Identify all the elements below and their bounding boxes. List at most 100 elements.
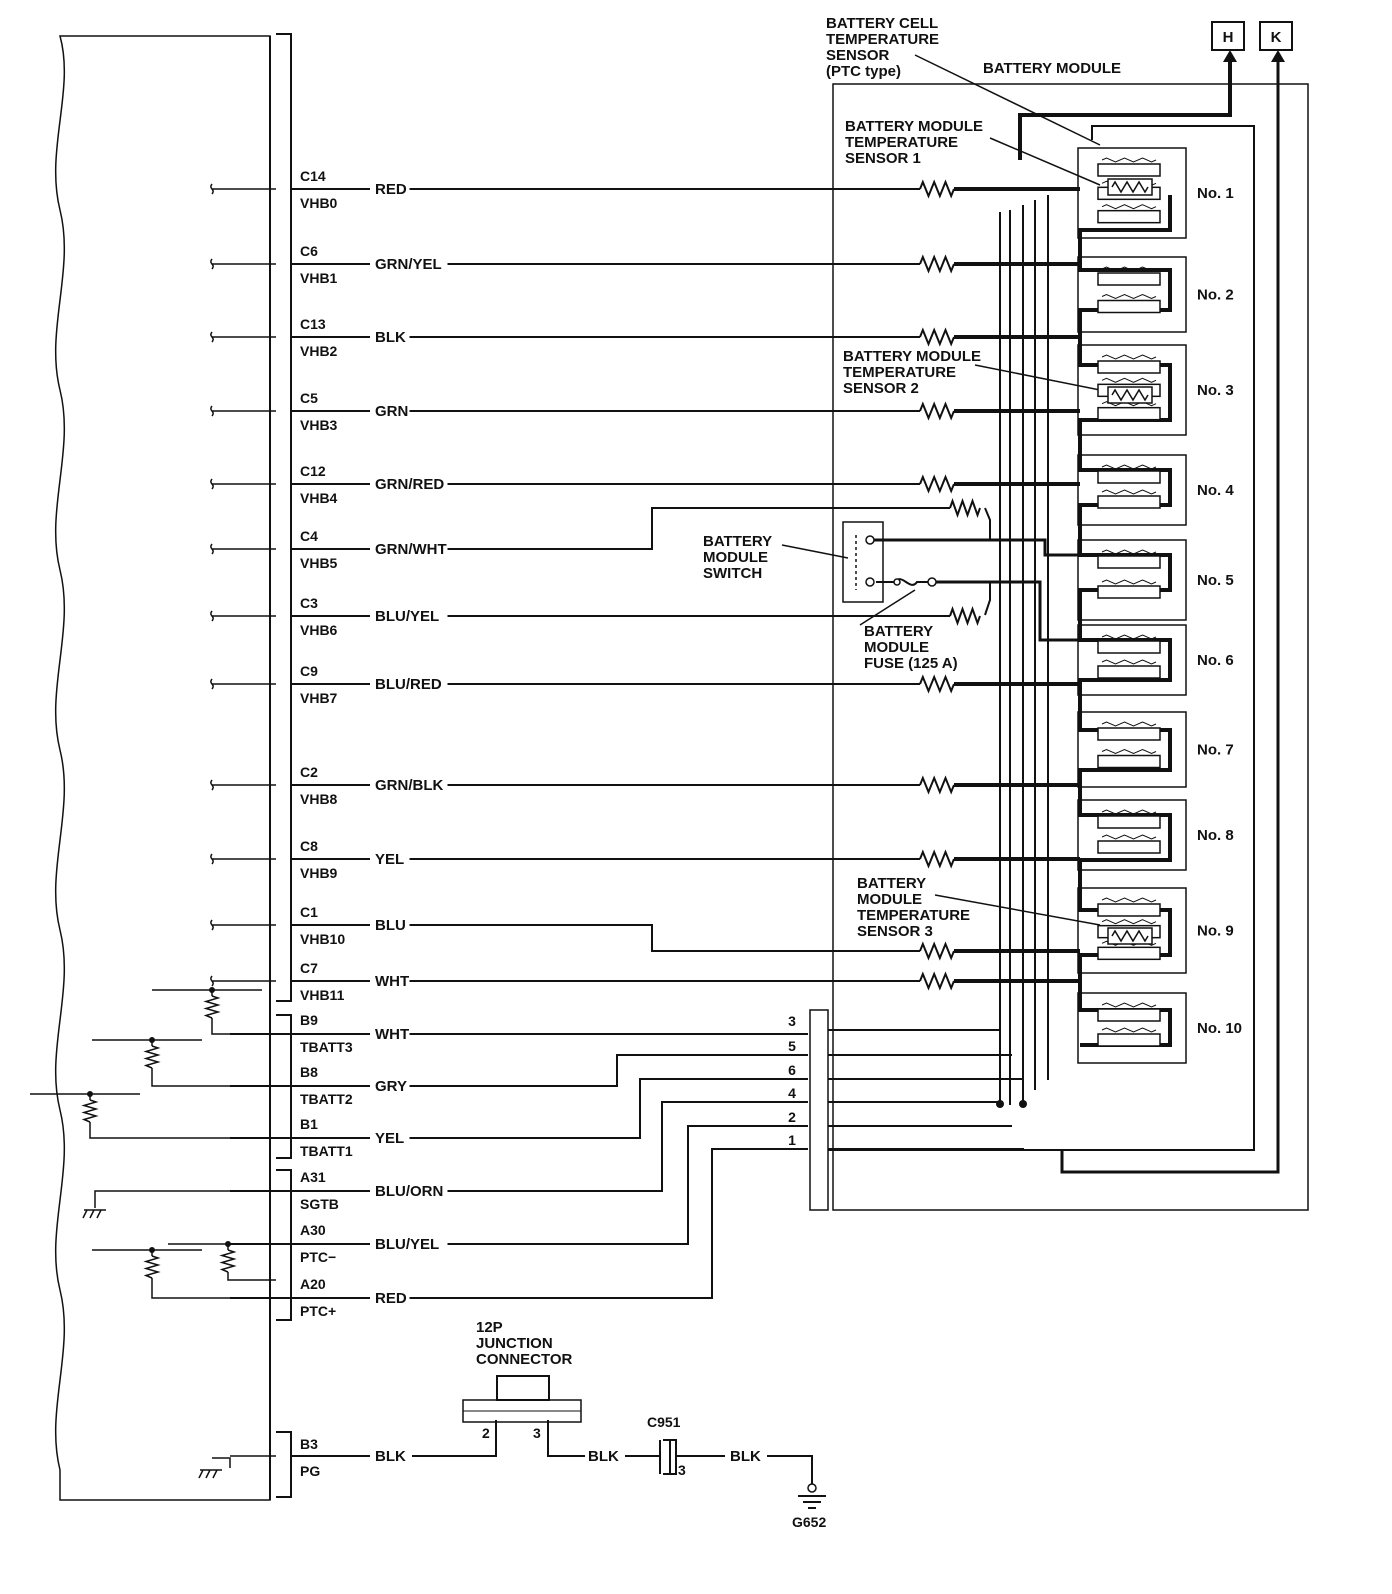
cell	[1097, 727, 1161, 741]
ground-pin-label: B3	[300, 1436, 318, 1452]
sensor-resistor	[1111, 180, 1149, 194]
cell	[1097, 903, 1161, 917]
cell-sensor-coil	[1101, 659, 1157, 665]
connector-h-label: H	[1223, 29, 1234, 46]
pin-label: C13	[300, 316, 326, 332]
wire	[409, 924, 920, 952]
cell	[1097, 272, 1161, 286]
internal-pullup-resistor	[92, 1037, 276, 1087]
ground-symbol	[82, 1209, 106, 1219]
wire-color-label: GRN/YEL	[375, 256, 442, 273]
cell-sensor-coil	[1101, 919, 1157, 925]
ground-wire-1-tail	[412, 1420, 497, 1457]
k-connector-wire	[1060, 60, 1280, 1174]
signal-label: TBATT1	[300, 1143, 353, 1159]
signal-label: TBATT2	[300, 1091, 353, 1107]
signal-label: VHB7	[300, 690, 338, 706]
battery-module-9: No. 9	[1077, 887, 1234, 974]
wire-color-label: WHT	[375, 1026, 409, 1043]
pullup-resistor	[81, 1099, 99, 1123]
fuse-terminal	[893, 578, 901, 586]
pin-label: C12	[300, 463, 326, 479]
k-arrow	[1271, 50, 1285, 62]
switch-terminal	[865, 535, 875, 545]
module-outline	[1077, 711, 1187, 788]
h-connector-wire	[1018, 60, 1232, 160]
fuse-label-2: MODULE	[864, 639, 929, 656]
wire-color-label: BLU/ORN	[375, 1183, 443, 1200]
cell-sensor-coil	[1101, 204, 1157, 210]
ground-point-label: G652	[792, 1514, 826, 1530]
pullup-resistor	[203, 995, 221, 1019]
battery-module-enclosure	[832, 83, 1309, 1211]
leader-line	[914, 54, 1101, 146]
cell	[1097, 470, 1161, 484]
terminal-number: 1	[788, 1132, 796, 1148]
cell-sensor-coil	[1101, 157, 1157, 163]
signal-label: PTC+	[300, 1303, 336, 1319]
cell-tap-resistor	[919, 401, 955, 421]
cell	[1097, 406, 1161, 421]
cell-sensor-coil	[1101, 464, 1157, 470]
signal-label: VHB6	[300, 622, 338, 638]
pullup-wire	[227, 1244, 276, 1281]
cell-sensor-coil	[1101, 809, 1157, 815]
cell-tap-resistor	[919, 474, 955, 494]
cell	[1097, 640, 1161, 654]
module-outline	[1077, 624, 1187, 696]
connector-k-box	[1259, 21, 1293, 51]
cell	[1097, 1008, 1161, 1022]
internal-pullup-resistor	[168, 1241, 278, 1281]
sensor-resistor	[1111, 388, 1149, 402]
leader-line	[859, 589, 916, 626]
battery-module-10: No. 10	[1077, 992, 1242, 1064]
battery-module-stack: No. 1No. 2No. 3No. 4No. 5No. 6No. 7No. 8…	[1077, 147, 1242, 1064]
module-number-label: No. 3	[1197, 382, 1234, 399]
battery-module-title: BATTERY MODULE	[983, 60, 1121, 77]
internal-stub	[210, 478, 276, 490]
cell-tap-resistor	[919, 775, 955, 795]
wire	[447, 507, 950, 550]
module-temp-sensor	[1107, 178, 1153, 196]
wire-color-label: GRN/WHT	[375, 541, 447, 558]
temperature-sensor-resistors	[1107, 178, 1153, 945]
leader-line	[989, 137, 1101, 186]
sensor1-label-3: SENSOR 1	[845, 150, 921, 167]
cell-sensor-coil	[1101, 1027, 1157, 1033]
connector-pg-bracket	[276, 1431, 292, 1498]
terminal-number: 4	[788, 1085, 796, 1101]
signal-label: VHB3	[300, 417, 338, 433]
module-number-label: No. 7	[1197, 742, 1234, 759]
pin-label: C14	[300, 168, 326, 184]
signal-label: VHB2	[300, 343, 338, 359]
signal-label: SGTB	[300, 1196, 339, 1212]
pin-label: A31	[300, 1169, 326, 1185]
cell-tap-resistor	[949, 498, 981, 518]
sensor2-label-1: BATTERY MODULE	[843, 348, 981, 365]
battery-module-4: No. 4	[1077, 454, 1234, 526]
module-outline	[1077, 539, 1187, 621]
internal-pullup-resistor	[92, 1247, 276, 1299]
junction-connector-tab	[496, 1375, 550, 1401]
cell-tap-resistor	[919, 179, 955, 199]
battery-module-6: No. 6	[1077, 624, 1234, 696]
terminal-number: 3	[788, 1013, 796, 1029]
module-number-label: No. 10	[1197, 1020, 1242, 1037]
internal-stub	[210, 678, 276, 690]
ground-wire-3-tail	[767, 1455, 813, 1486]
module-outline	[1077, 147, 1187, 239]
battery-module-1: No. 1	[1077, 147, 1234, 239]
sensor1-label-1: BATTERY MODULE	[845, 118, 983, 135]
module-number-label: No. 1	[1197, 185, 1234, 202]
cell-tap-resistor	[919, 254, 955, 274]
module-number-label: No. 4	[1197, 482, 1234, 499]
c951-pin: 3	[678, 1462, 686, 1478]
signal-label: VHB5	[300, 555, 338, 571]
